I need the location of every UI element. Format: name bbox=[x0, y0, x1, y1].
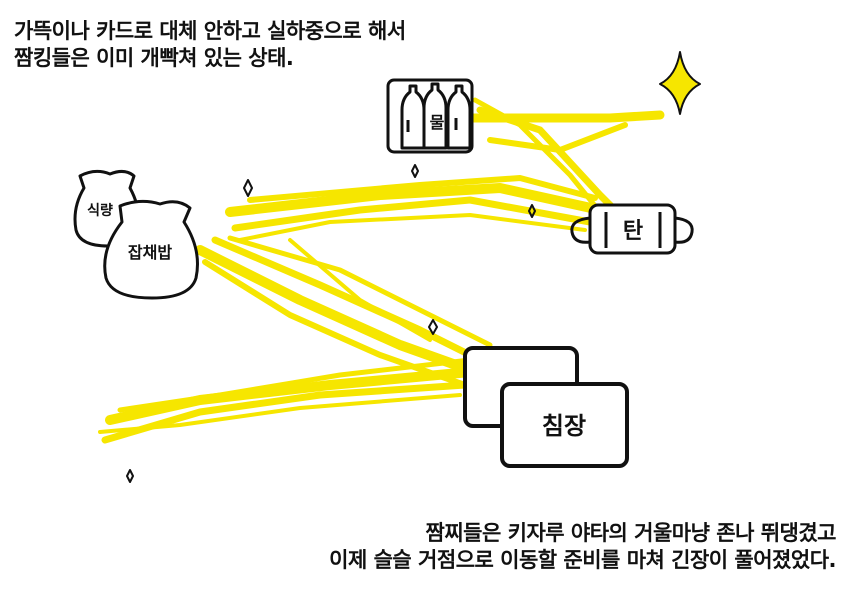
streak-top-a bbox=[465, 110, 665, 123]
streak-mid-e bbox=[288, 238, 432, 342]
can-left-handle bbox=[570, 216, 591, 244]
water-label: 물 bbox=[430, 113, 445, 132]
sparkle-2 bbox=[411, 164, 419, 178]
rice-label: 잡채밥 bbox=[128, 243, 172, 262]
food-sack-front bbox=[103, 199, 199, 300]
streak-top-c bbox=[487, 122, 628, 153]
streak-low-a bbox=[105, 367, 475, 425]
can-right-handle bbox=[674, 216, 694, 244]
caption-top-line-2: 짬킹들은 이미 개빡쳐 있는 상태. bbox=[14, 46, 294, 70]
food-label: 식량 bbox=[87, 203, 113, 219]
streak-low-d bbox=[98, 393, 462, 434]
water-bottle-crate bbox=[386, 78, 474, 154]
caption-top: 가뜩이나 카드로 대체 안하고 실하중으로 해서 짬킹들은 이미 개빡쳐 있는 … bbox=[14, 18, 406, 72]
ammo-can bbox=[570, 203, 694, 255]
caption-bottom: 짬찌들은 키자루 야타의 거울마냥 존나 뛰댕겼고 이제 슬슬 거점으로 이동할… bbox=[329, 520, 836, 574]
sparkle-5 bbox=[126, 469, 134, 483]
sparkle-1 bbox=[243, 179, 253, 197]
streak-mid-a bbox=[195, 245, 475, 375]
caption-bottom-line-2: 이제 슬슬 거점으로 이동할 준비를 마쳐 긴장이 풀어졌었다. bbox=[329, 548, 836, 572]
can-body bbox=[588, 203, 677, 255]
streak-upper-d bbox=[238, 213, 587, 242]
sparkle-large bbox=[659, 51, 701, 115]
streak-upper-a bbox=[225, 183, 605, 217]
bottle-1-icon bbox=[400, 84, 426, 150]
coal-label: 탄 bbox=[623, 219, 643, 244]
motion-streaks bbox=[98, 97, 665, 444]
caption-top-line-1: 가뜩이나 카드로 대체 안하고 실하중으로 해서 bbox=[14, 19, 406, 43]
bunk-box-front bbox=[500, 382, 629, 468]
sparkle-4 bbox=[428, 319, 438, 335]
sparkle-3 bbox=[528, 204, 536, 218]
sparkles bbox=[126, 51, 701, 483]
streak-upper-c bbox=[247, 175, 598, 203]
streak-mid-c bbox=[202, 259, 468, 388]
caption-bottom-line-1: 짬찌들은 키자루 야타의 거울마냥 존나 뛰댕겼고 bbox=[425, 521, 837, 545]
bunk-label: 침장 bbox=[542, 412, 586, 440]
bottle-3-icon bbox=[446, 84, 472, 150]
streak-low-c bbox=[117, 357, 473, 413]
bottle-2-icon bbox=[422, 82, 448, 150]
streak-mid-d bbox=[227, 235, 493, 348]
